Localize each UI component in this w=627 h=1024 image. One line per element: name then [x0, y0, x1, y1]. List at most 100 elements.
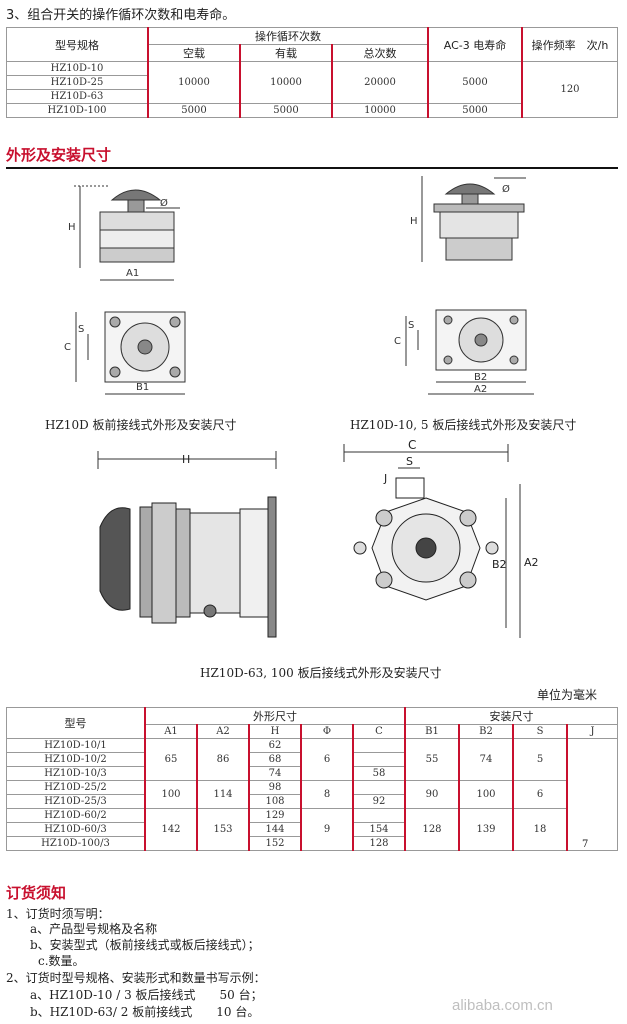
cell: 18	[512, 808, 568, 851]
dims-table: 型号 外形尺寸 安装尺寸 A1 A2 H Φ C B1 B2 S J HZ10D…	[6, 707, 618, 851]
order-line: b、HZ10D-63/ 2 板前接线式 10 台。	[30, 1005, 260, 1019]
model-cell: HZ10D-10	[6, 61, 149, 76]
cell: 128	[352, 836, 406, 851]
th-install: 安装尺寸	[404, 707, 618, 725]
model-cell: HZ10D-100	[6, 103, 149, 118]
dims-title: 外形及安装尺寸	[6, 146, 112, 164]
label-C: C	[64, 342, 71, 353]
front-side-drawing: H A1 Ø	[68, 185, 180, 281]
rear-side-drawing: H Ø	[410, 176, 526, 262]
label-phi: Ø	[160, 197, 168, 209]
th-A1: A1	[144, 724, 198, 739]
cell	[352, 752, 406, 767]
cell: 5000	[427, 61, 523, 104]
order-line: a、HZ10D-10 / 3 板后接线式 50 台；	[30, 988, 263, 1002]
th-J: J	[566, 724, 618, 739]
order-line: 2、订货时型号规格、安装形式和数量书写示例：	[6, 971, 266, 985]
cell: 153	[196, 808, 250, 851]
label-B2-rear: B2	[474, 372, 487, 383]
model-cell: HZ10D-60/2	[6, 808, 146, 823]
label-H-rear: H	[410, 216, 418, 227]
J-value: 7	[582, 839, 589, 850]
model-cell: HZ10D-25/2	[6, 780, 146, 795]
th-B2: B2	[458, 724, 514, 739]
th-ac: AC-3 电寿命	[427, 27, 523, 62]
model-cell: HZ10D-25	[6, 75, 149, 90]
cell	[352, 808, 406, 823]
cell: 5000	[147, 103, 241, 118]
th-empty: 空载	[147, 44, 241, 62]
cycles-table: 型号规格 操作循环次数 AC-3 电寿命 操作频率 次/h 空载 有载 总次数 …	[6, 27, 618, 118]
cell: 5000	[239, 103, 333, 118]
unit-label: 单位为毫米	[537, 688, 598, 702]
cell: 90	[404, 780, 460, 809]
cell	[352, 738, 406, 753]
freq-cell: 120	[521, 61, 618, 118]
cell: 74	[458, 738, 514, 781]
model-cell: HZ10D-100/3	[6, 836, 146, 851]
watermark: alibaba.com.cn	[452, 997, 553, 1014]
cell: 6	[300, 738, 354, 781]
model-cell: HZ10D-10/2	[6, 752, 146, 767]
th-C: C	[352, 724, 406, 739]
cell: 142	[144, 808, 198, 851]
label-A2-big: A2	[524, 556, 539, 569]
cell: 74	[248, 766, 302, 781]
cell: 154	[352, 822, 406, 837]
cell: 10000	[331, 103, 429, 118]
label-S-rear: S	[408, 320, 414, 331]
caption-big: HZ10D-63, 100 板后接线式外形及安装尺寸	[200, 666, 442, 680]
cell: 10000	[239, 61, 333, 104]
model-cell: HZ10D-10/3	[6, 766, 146, 781]
order-line: c.数量。	[38, 954, 85, 968]
cell: 6	[512, 780, 568, 809]
cell: 5000	[427, 103, 523, 118]
model-cell: HZ10D-25/3	[6, 794, 146, 809]
label-S-big: S	[406, 455, 413, 468]
cell: 114	[196, 780, 250, 809]
cell: 100	[144, 780, 198, 809]
th-model2: 型号	[6, 707, 146, 739]
cell: 144	[248, 822, 302, 837]
cell: 100	[458, 780, 514, 809]
caption-back: HZ10D-10, 5 板后接线式外形及安装尺寸	[350, 418, 577, 432]
cell	[352, 780, 406, 795]
label-C-rear: C	[394, 336, 401, 347]
order-title: 订货须知	[6, 884, 67, 902]
label-B1: B1	[136, 382, 149, 393]
label-B2-big: B2	[492, 558, 507, 571]
th-A2: A2	[196, 724, 250, 739]
cell: 65	[144, 738, 198, 781]
label-A1: A1	[126, 268, 139, 279]
th-phi: Φ	[300, 724, 354, 739]
cell: 68	[248, 752, 302, 767]
th-S: S	[512, 724, 568, 739]
cell: 62	[248, 738, 302, 753]
cell	[566, 738, 618, 851]
cell: 92	[352, 794, 406, 809]
cell: 108	[248, 794, 302, 809]
label-C-big: C	[408, 438, 416, 452]
th-H: H	[248, 724, 302, 739]
th-load: 有载	[239, 44, 333, 62]
cell: 128	[404, 808, 460, 851]
th-cycles: 操作循环次数	[147, 27, 429, 45]
order-line: b、安装型式（板前接线式或板后接线式）；	[30, 938, 260, 952]
front-top-drawing: C S B1	[64, 311, 186, 395]
order-line: 1、订货时须写明：	[6, 907, 110, 921]
model-cell: HZ10D-60/3	[6, 822, 146, 837]
cell: 10000	[147, 61, 241, 104]
label-phi-rear: Ø	[502, 183, 510, 195]
section3-title: 3、组合开关的操作循环次数和电寿命。	[6, 8, 236, 23]
label-H: H	[68, 222, 76, 233]
cell: 5	[512, 738, 568, 781]
cell: 55	[404, 738, 460, 781]
model-cell: HZ10D-63	[6, 89, 149, 104]
caption-front: HZ10D 板前接线式外形及安装尺寸	[45, 418, 237, 432]
cell: 8	[300, 780, 354, 809]
th-freq: 操作频率 次/h	[521, 27, 618, 62]
cell: 20000	[331, 61, 429, 104]
th-outer: 外形尺寸	[144, 707, 406, 725]
cell: 129	[248, 808, 302, 823]
label-H-big: H	[182, 453, 190, 466]
